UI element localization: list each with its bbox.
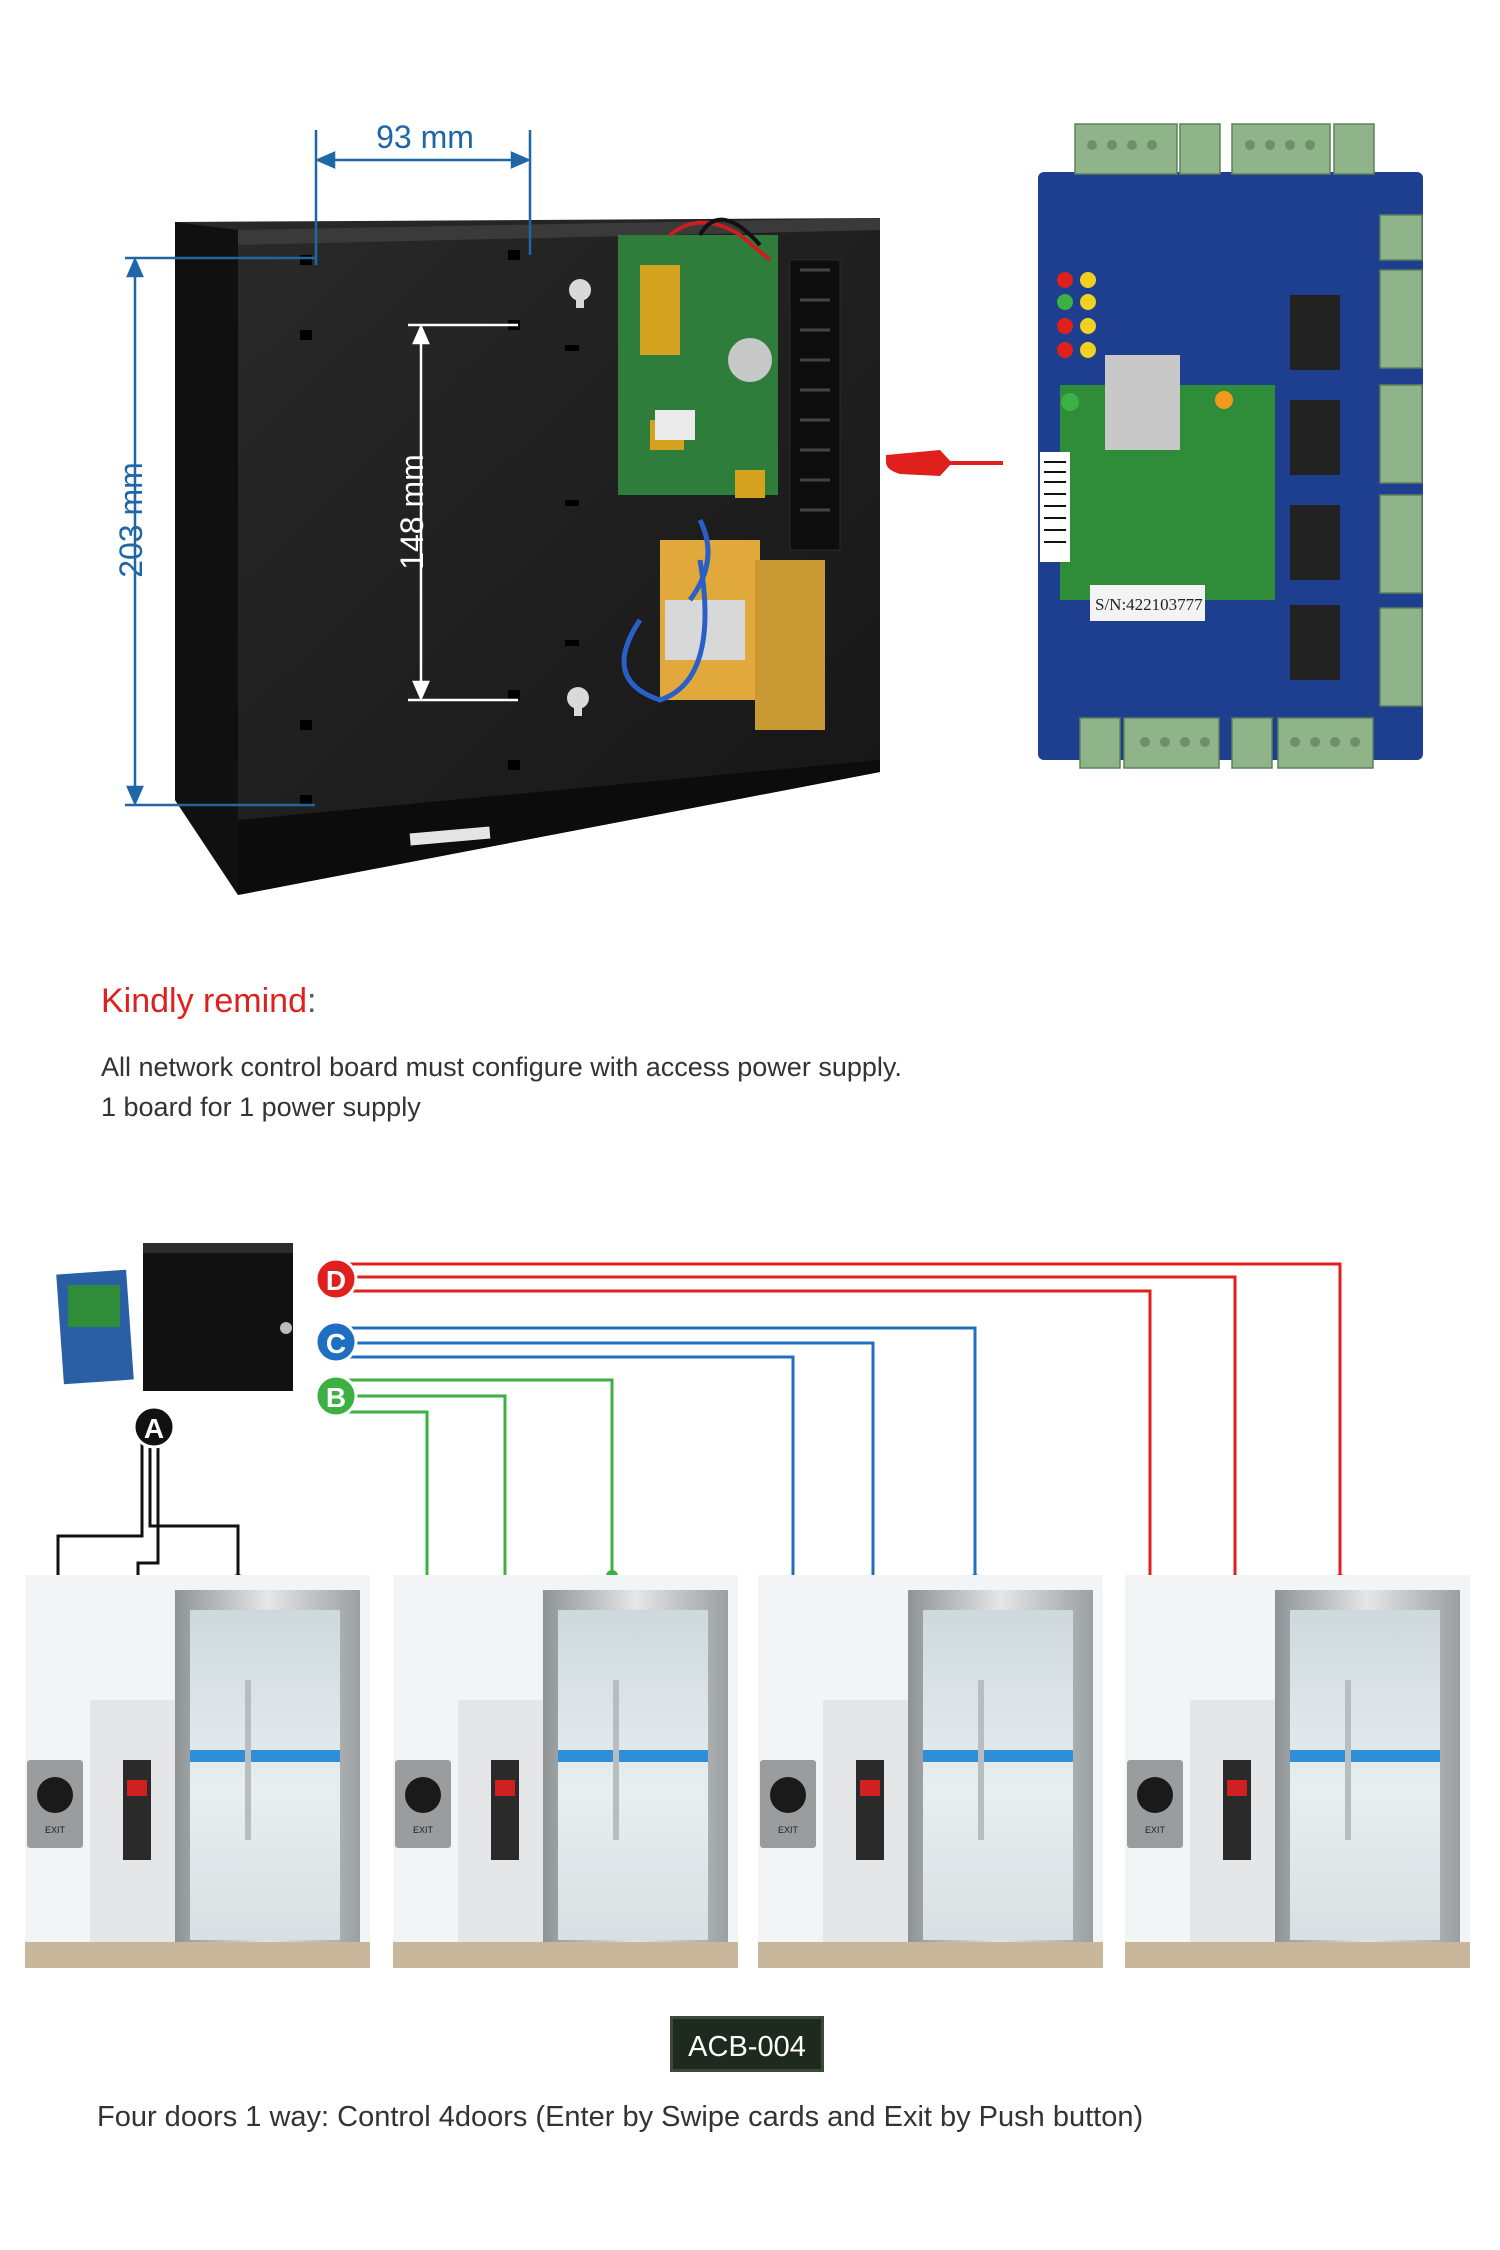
door-scene-4: EXIT [1125, 1575, 1470, 1968]
width-dimension-label: 93 mm [376, 119, 474, 155]
marker-a: A [132, 1405, 176, 1449]
svg-text:A: A [144, 1413, 164, 1444]
inner-dimension-label: 148 mm [394, 454, 430, 570]
door-scene-3: EXIT [758, 1575, 1103, 1968]
svg-text:EXIT: EXIT [1145, 1825, 1166, 1835]
power-supply-box [175, 217, 880, 895]
svg-text:EXIT: EXIT [45, 1825, 66, 1835]
door-scene-1: EXIT [25, 1575, 370, 1968]
control-board: S/N:422103777 [1038, 123, 1423, 769]
pointer-hand-icon [886, 450, 1003, 476]
controller-thumbnail [56, 1243, 293, 1391]
marker-d: D [314, 1257, 358, 1301]
serial-label: S/N:422103777 [1095, 595, 1203, 614]
svg-text:D: D [326, 1265, 346, 1296]
svg-text:EXIT: EXIT [778, 1825, 799, 1835]
remind-heading: Kindly remind: [101, 982, 316, 1021]
model-badge: ACB-004 [670, 2016, 824, 2072]
remind-title-text: Kindly remind [101, 982, 307, 1020]
svg-text:EXIT: EXIT [413, 1825, 434, 1835]
diagram-caption: Four doors 1 way: Control 4doors (Enter … [97, 2101, 1144, 2133]
marker-b: B [314, 1374, 358, 1418]
remind-line-1: All network control board must configure… [101, 1052, 902, 1082]
svg-text:B: B [326, 1382, 346, 1413]
remind-colon: : [306, 982, 317, 1020]
height-dimension-label: 203 mm [113, 462, 149, 578]
svg-text:C: C [326, 1328, 346, 1359]
marker-c: C [314, 1320, 358, 1364]
remind-line-2: 1 board for 1 power supply [101, 1092, 421, 1122]
inner-dimension-line [408, 323, 518, 702]
door-scene-2: EXIT [393, 1575, 738, 1968]
dimension-lines [125, 130, 532, 807]
